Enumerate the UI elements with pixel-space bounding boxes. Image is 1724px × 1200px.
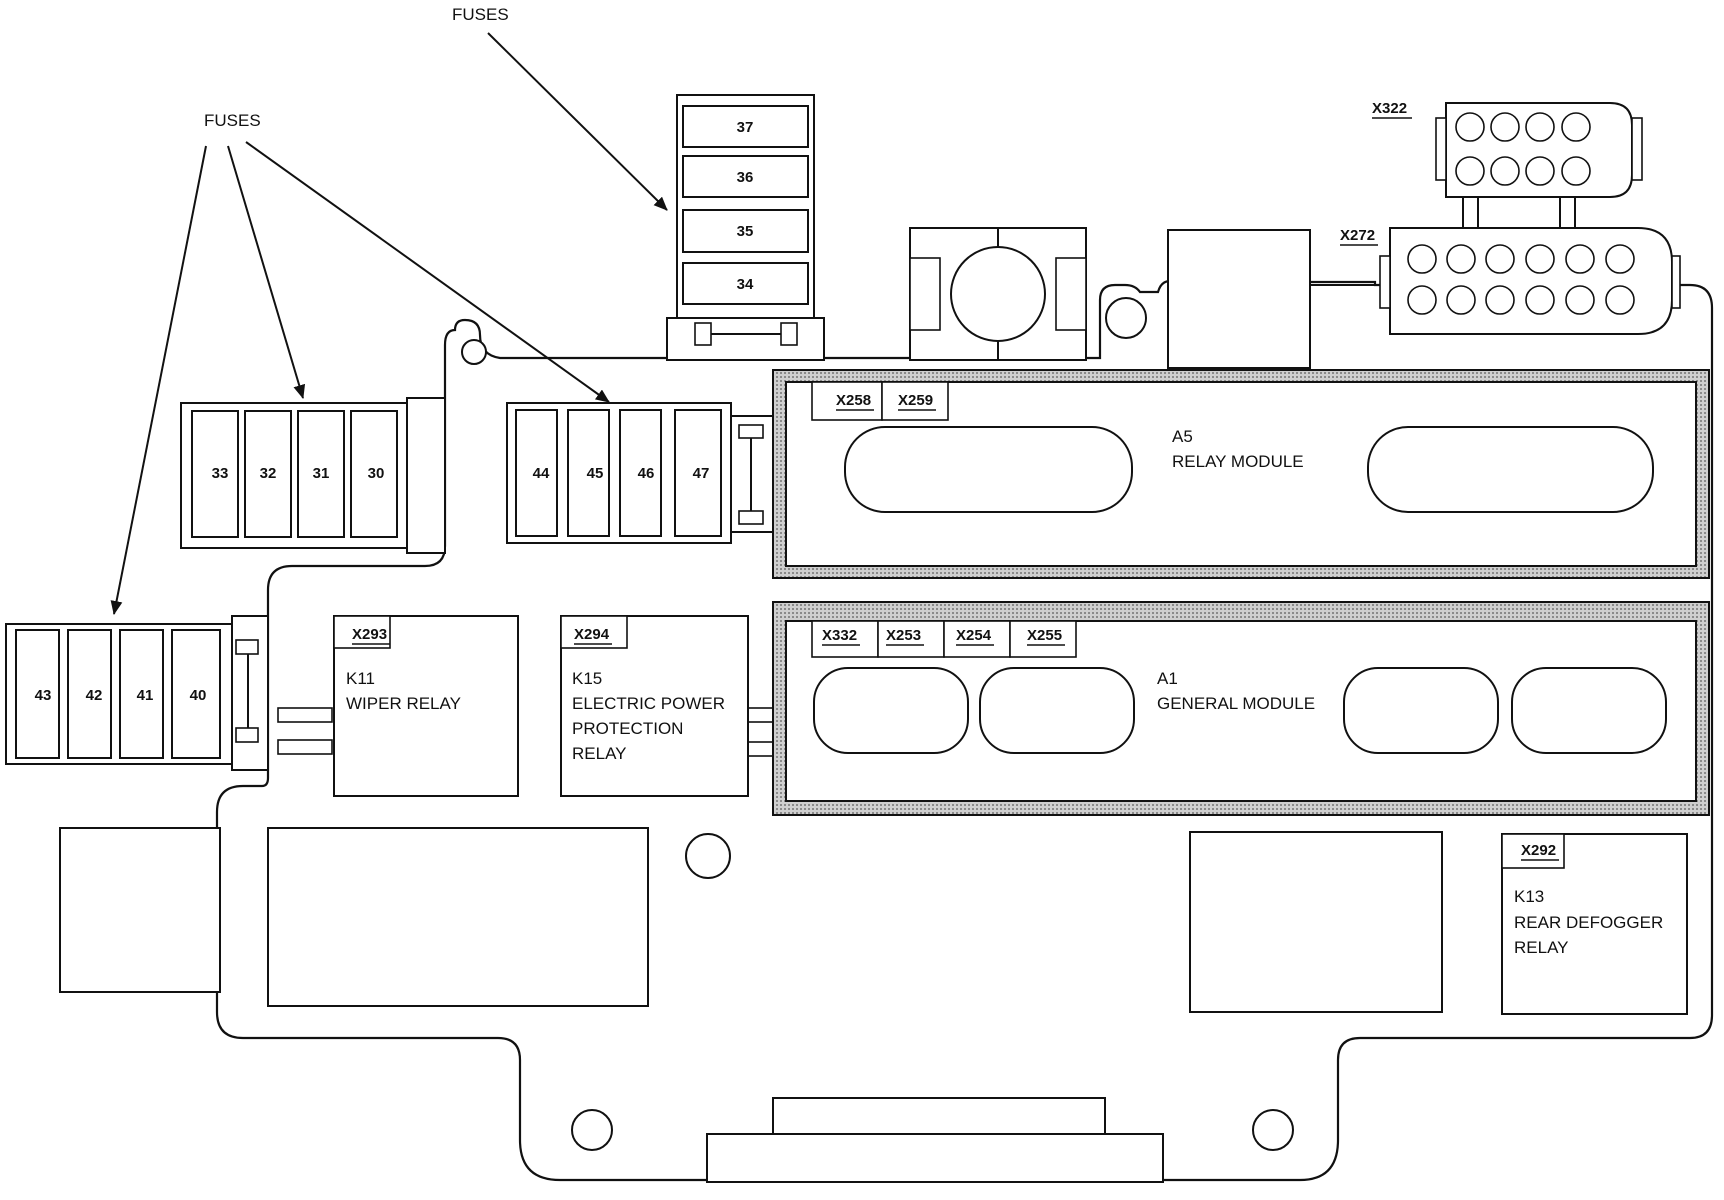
- callout-arrow: [245, 141, 610, 403]
- fuse-43: 43: [35, 687, 52, 704]
- label-x253: X253: [886, 627, 921, 644]
- callout-arrow: [227, 145, 306, 399]
- label-x322: X322: [1372, 100, 1407, 117]
- relay-name-k11: WIPER RELAY: [346, 694, 461, 713]
- fuse-35: 35: [737, 223, 754, 240]
- relay-name-k13-line1: REAR DEFOGGER: [1514, 913, 1663, 932]
- fuse-block-left-upper: 33 32 31 30: [180, 397, 446, 554]
- fuse-46: 46: [638, 465, 655, 482]
- relay-id-k13: K13: [1514, 887, 1544, 906]
- fuse-stack-top: 37 36 35 34: [666, 94, 825, 361]
- fuse-30: 30: [368, 465, 385, 482]
- round-socket: [909, 227, 1087, 361]
- callout-arrow: [487, 32, 668, 211]
- fuse-47: 47: [693, 465, 710, 482]
- fuse-36: 36: [737, 169, 754, 186]
- relay-k15-power-protection: X294 K15 ELECTRIC POWER PROTECTION RELAY: [560, 615, 749, 797]
- relay-name-k15-line1: ELECTRIC POWER: [572, 694, 725, 713]
- relay-name-k13-line2: RELAY: [1514, 938, 1569, 957]
- fuse-block-middle: 44 45 46 47: [506, 402, 776, 544]
- relay-id-k11: K11: [346, 669, 375, 688]
- connector-x322: X322: [1372, 100, 1643, 228]
- fuse-32: 32: [260, 465, 277, 482]
- label-x258: X258: [836, 392, 871, 409]
- fuse-45: 45: [587, 465, 604, 482]
- fuse-40: 40: [190, 687, 207, 704]
- fuse-33: 33: [212, 465, 229, 482]
- rear-connector-block: [1167, 229, 1311, 369]
- module-a5-relay: X258 X259 A5 RELAY MODULE: [772, 369, 1710, 579]
- housing-outline: [215, 280, 1714, 1182]
- fuse-31: 31: [313, 465, 330, 482]
- label-x332: X332: [822, 627, 857, 644]
- relay-id-k15: K15: [572, 669, 602, 688]
- relay-name-k15-line3: RELAY: [572, 744, 627, 763]
- fuse-34: 34: [737, 276, 754, 293]
- bottom-connector-lower: [706, 1133, 1164, 1183]
- mounting-hole: [461, 339, 487, 365]
- label-x254: X254: [956, 627, 992, 644]
- fuse-block-left-lower: 43 42 41 40: [5, 615, 269, 771]
- callout-fuses-top: FUSES: [452, 5, 509, 24]
- mounting-hole: [685, 833, 731, 879]
- module-name-a1: GENERAL MODULE: [1157, 694, 1315, 713]
- label-x259: X259: [898, 392, 933, 409]
- mounting-hole: [1105, 297, 1147, 339]
- label-x292: X292: [1521, 842, 1556, 859]
- label-x293: X293: [352, 626, 387, 643]
- relay-name-k15-line2: PROTECTION: [572, 719, 683, 738]
- label-x294: X294: [574, 626, 610, 643]
- module-a1-general: X332 X253 X254 X255 A1 GENERAL MODULE: [772, 601, 1710, 816]
- connector-x272: X272: [1340, 227, 1681, 335]
- module-id-a1: A1: [1157, 669, 1178, 688]
- lower-center-block: [1189, 831, 1443, 1013]
- relay-k13-rear-defogger: X292 K13 REAR DEFOGGER RELAY: [1501, 833, 1688, 1015]
- fuse-37: 37: [737, 119, 754, 136]
- module-name-a5: RELAY MODULE: [1172, 452, 1304, 471]
- mounting-hole: [571, 1109, 613, 1151]
- left-outer-block: [59, 827, 221, 993]
- lower-left-block: [267, 827, 649, 1007]
- relay-k11-wiper: X293 K11 WIPER RELAY: [333, 615, 519, 797]
- module-id-a5: A5: [1172, 427, 1193, 446]
- fuse-41: 41: [137, 687, 154, 704]
- label-x272: X272: [1340, 227, 1375, 244]
- callout-fuses-left: FUSES: [204, 111, 261, 130]
- mounting-hole: [1252, 1109, 1294, 1151]
- fuse-44: 44: [533, 465, 550, 482]
- bottom-connector-upper: [772, 1097, 1106, 1139]
- fuse-42: 42: [86, 687, 103, 704]
- label-x255: X255: [1027, 627, 1062, 644]
- callout-arrow: [110, 145, 207, 615]
